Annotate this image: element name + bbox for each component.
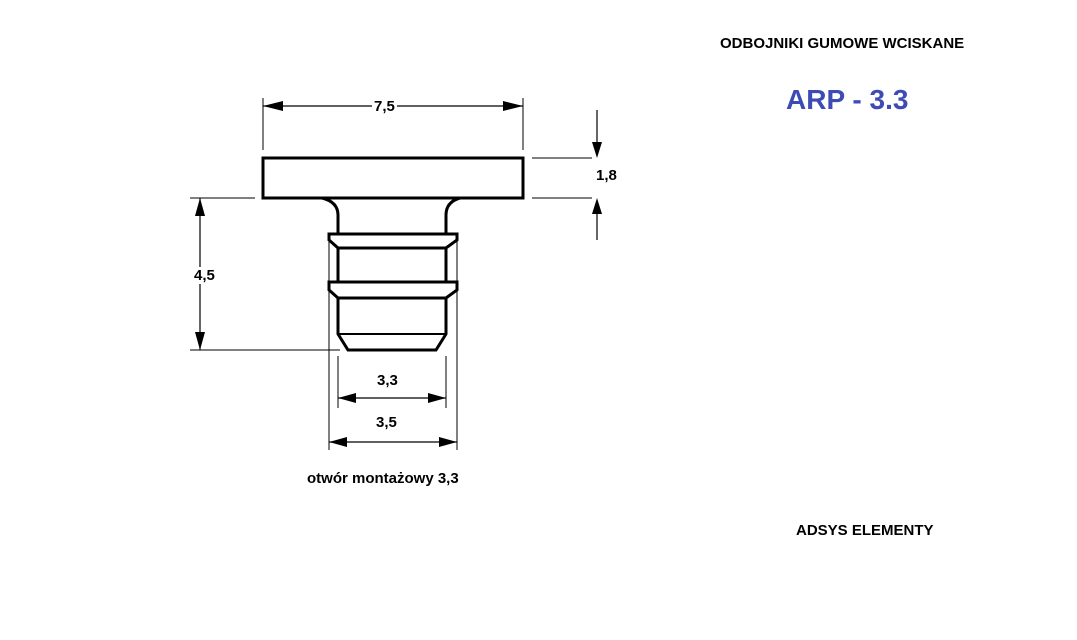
bumper-upper-rib [327,232,459,250]
dim-tip-diameter: 3,3 [375,372,400,389]
bumper-lower-rib [327,280,459,300]
dim-shank-diameter: 3,5 [374,414,399,431]
bumper-neck [321,196,461,234]
model-code: ARP - 3.3 [786,84,909,115]
document-title: ODBOJNIKI GUMOWE WCISKANE [720,35,965,52]
company-name: ADSYS ELEMENTY [796,522,934,539]
bumper-shank-mid [336,248,448,282]
bumper-tip [336,298,448,352]
dim-head-height: 1,8 [594,167,619,184]
bumper-head [261,156,525,200]
mounting-hole-label: otwór montażowy 3,3 [307,470,459,487]
dim-shank-length: 4,5 [192,267,217,284]
dim-head-width: 7,5 [372,98,397,115]
